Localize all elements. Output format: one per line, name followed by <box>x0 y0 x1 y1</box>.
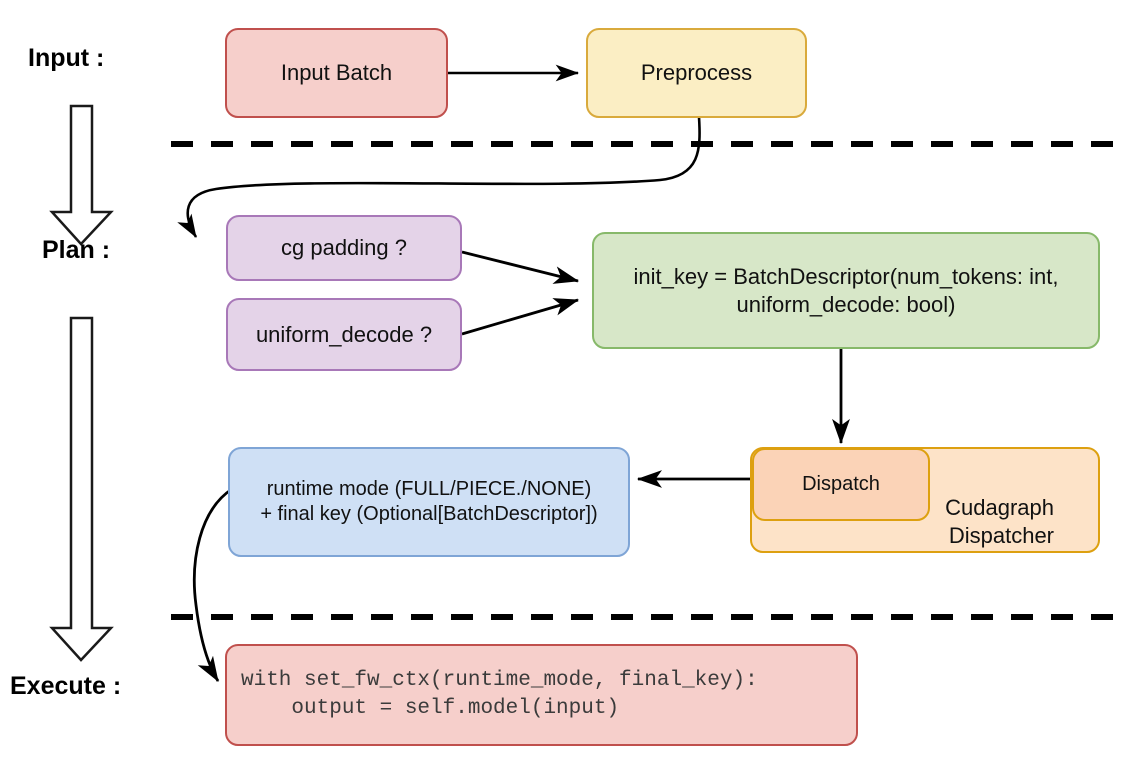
node-cudagraph-dispatcher-line2: Dispatcher <box>948 522 1054 548</box>
stage-label-execute: Execute : <box>10 672 122 700</box>
node-uniform-decode[interactable]: uniform_decode ? <box>226 298 462 371</box>
node-execute-code-line1: with set_fw_ctx(runtime_mode, final_key)… <box>241 668 758 692</box>
node-runtime-mode-line1: runtime mode (FULL/PIECE./NONE) <box>266 478 592 500</box>
node-dispatch[interactable]: Dispatch <box>752 448 930 521</box>
stage-label-input: Input : <box>28 44 105 72</box>
node-cudagraph-dispatcher-line1: Cudagraph <box>945 495 1054 520</box>
node-input-batch-label: Input Batch <box>280 60 393 86</box>
node-runtime-mode-line2: + final key (Optional[BatchDescriptor]) <box>260 503 598 525</box>
stage-label-plan: Plan : <box>42 236 111 264</box>
node-execute-code-line2: output = self.model(input) <box>241 697 620 720</box>
node-uniform-decode-label: uniform_decode ? <box>255 321 433 347</box>
node-preprocess-label: Preprocess <box>640 60 753 86</box>
node-init-key-line2: uniform_decode: bool) <box>736 291 956 317</box>
stage-flow-arrow-input-to-plan <box>49 104 114 246</box>
node-dispatch-label: Dispatch <box>802 473 880 495</box>
node-input-batch[interactable]: Input Batch <box>225 28 448 118</box>
node-cg-padding-label: cg padding ? <box>281 235 407 261</box>
edge-uniform-decode-to-init-key <box>461 298 580 336</box>
node-preprocess[interactable]: Preprocess <box>586 28 807 118</box>
node-cg-padding[interactable]: cg padding ? <box>226 215 462 281</box>
node-execute-code[interactable]: with set_fw_ctx(runtime_mode, final_key)… <box>225 644 858 746</box>
node-init-key-line1: init_key = BatchDescriptor(num_tokens: i… <box>633 264 1059 289</box>
node-init-key[interactable]: init_key = BatchDescriptor(num_tokens: i… <box>592 232 1100 349</box>
stage-flow-arrow-plan-to-execute <box>49 316 114 662</box>
edge-cg-padding-to-init-key <box>461 250 580 284</box>
node-runtime-mode[interactable]: runtime mode (FULL/PIECE./NONE) + final … <box>228 447 630 557</box>
